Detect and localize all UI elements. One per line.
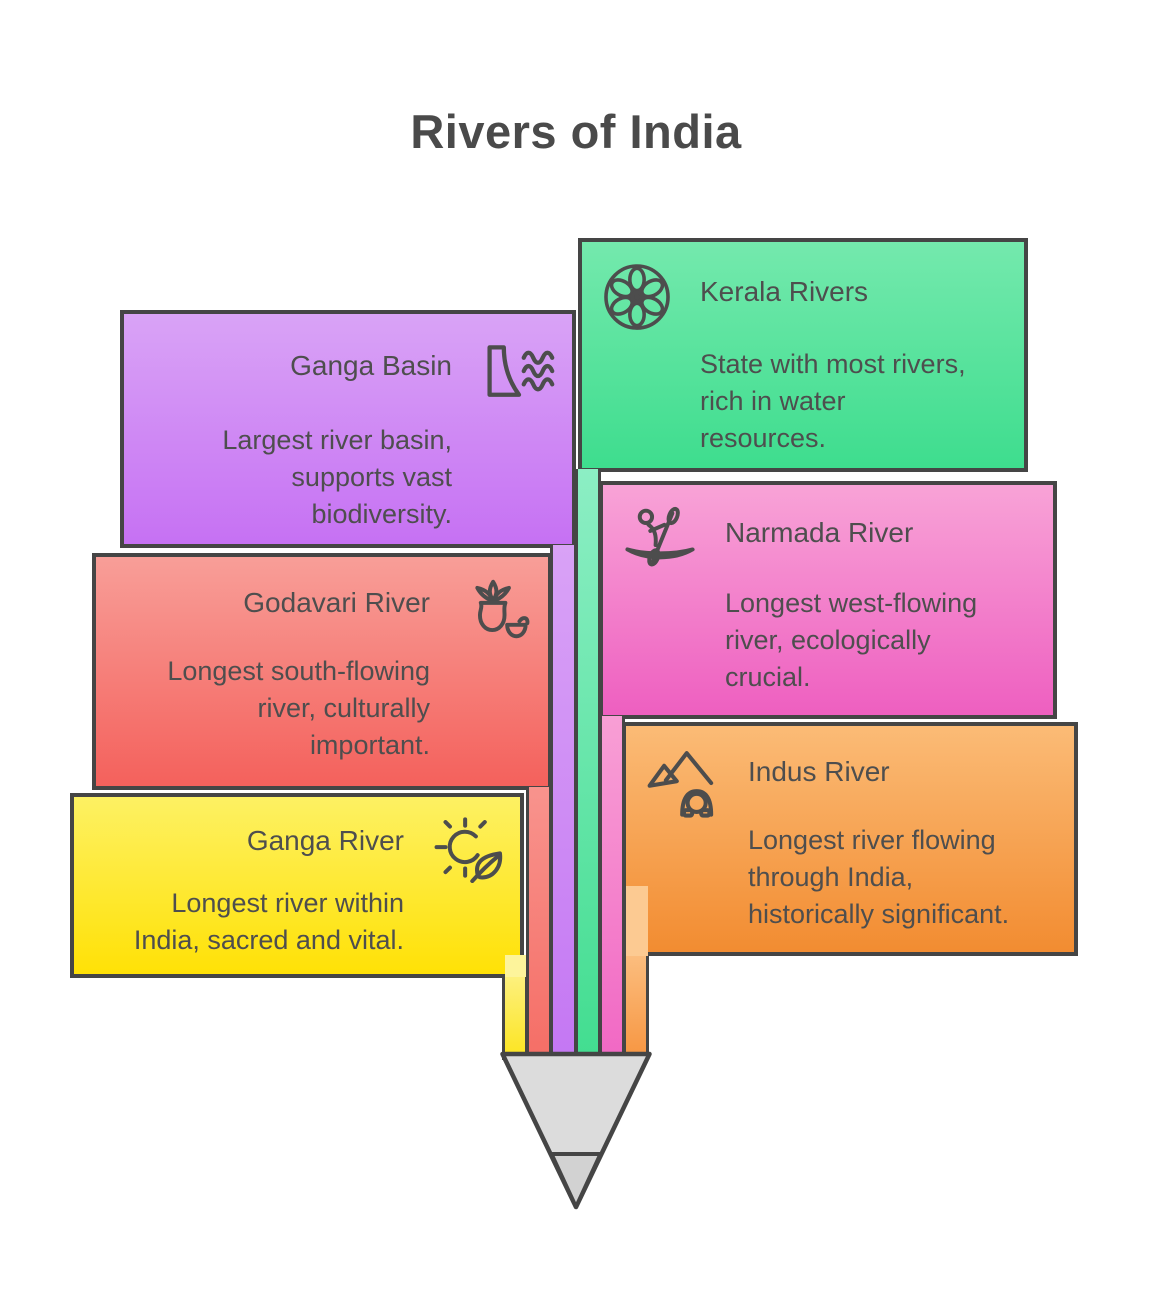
pencil-stripe-kerala: [575, 469, 601, 1060]
card-body: Longest river flowing through India, his…: [748, 825, 1010, 929]
card-title: Ganga River: [246, 825, 404, 856]
pencil-tip: [500, 1051, 652, 1210]
card-body: Longest river within India, sacred and v…: [133, 888, 404, 955]
card-title: Narmada River: [725, 517, 914, 548]
sun-leaf-icon: [433, 813, 508, 883]
card-title: Kerala Rivers: [700, 276, 869, 307]
pencil-stripe-indus-highlight: [626, 886, 648, 958]
card-indus-river: Indus River Longest river flowing throug…: [622, 722, 1078, 956]
card-narmada-river: Narmada River Longest west-flowing river…: [599, 481, 1057, 719]
pencil-stripe-indus: [623, 956, 649, 1060]
card-ganga-basin: Ganga Basin Largest river basin, support…: [120, 310, 576, 548]
dam-water-icon: [482, 342, 556, 402]
card-body: Longest west-flowing river, ecologically…: [725, 588, 978, 692]
kayaker-icon: [623, 505, 697, 571]
plant-pot-icon: [458, 575, 530, 643]
pencil-stripe-ganga-highlight: [505, 955, 527, 979]
pencil-stripe-narmada: [599, 716, 625, 1060]
card-body: State with most rivers, rich in water re…: [700, 349, 966, 453]
flower-icon: [602, 262, 672, 332]
card-body: Largest river basin, supports vast biodi…: [222, 425, 452, 529]
card-title: Indus River: [748, 756, 890, 787]
card-kerala-rivers: Kerala Rivers State with most rivers, ri…: [578, 238, 1028, 472]
card-godavari-river: Godavari River Longest south-flowing riv…: [92, 553, 552, 790]
card-title: Godavari River: [243, 587, 430, 618]
card-title: Ganga Basin: [290, 350, 452, 381]
card-body: Longest south-flowing river, culturally …: [167, 656, 430, 760]
pencil-stripe-ganga: [502, 977, 528, 1060]
card-ganga-river: Ganga River Longest river within India, …: [70, 793, 524, 978]
page-title: Rivers of India: [410, 105, 742, 158]
mountain-person-icon: [646, 744, 722, 822]
pencil-stripe-ganga-basin: [550, 545, 577, 1060]
pencil-stripe-godavari: [526, 787, 552, 1060]
